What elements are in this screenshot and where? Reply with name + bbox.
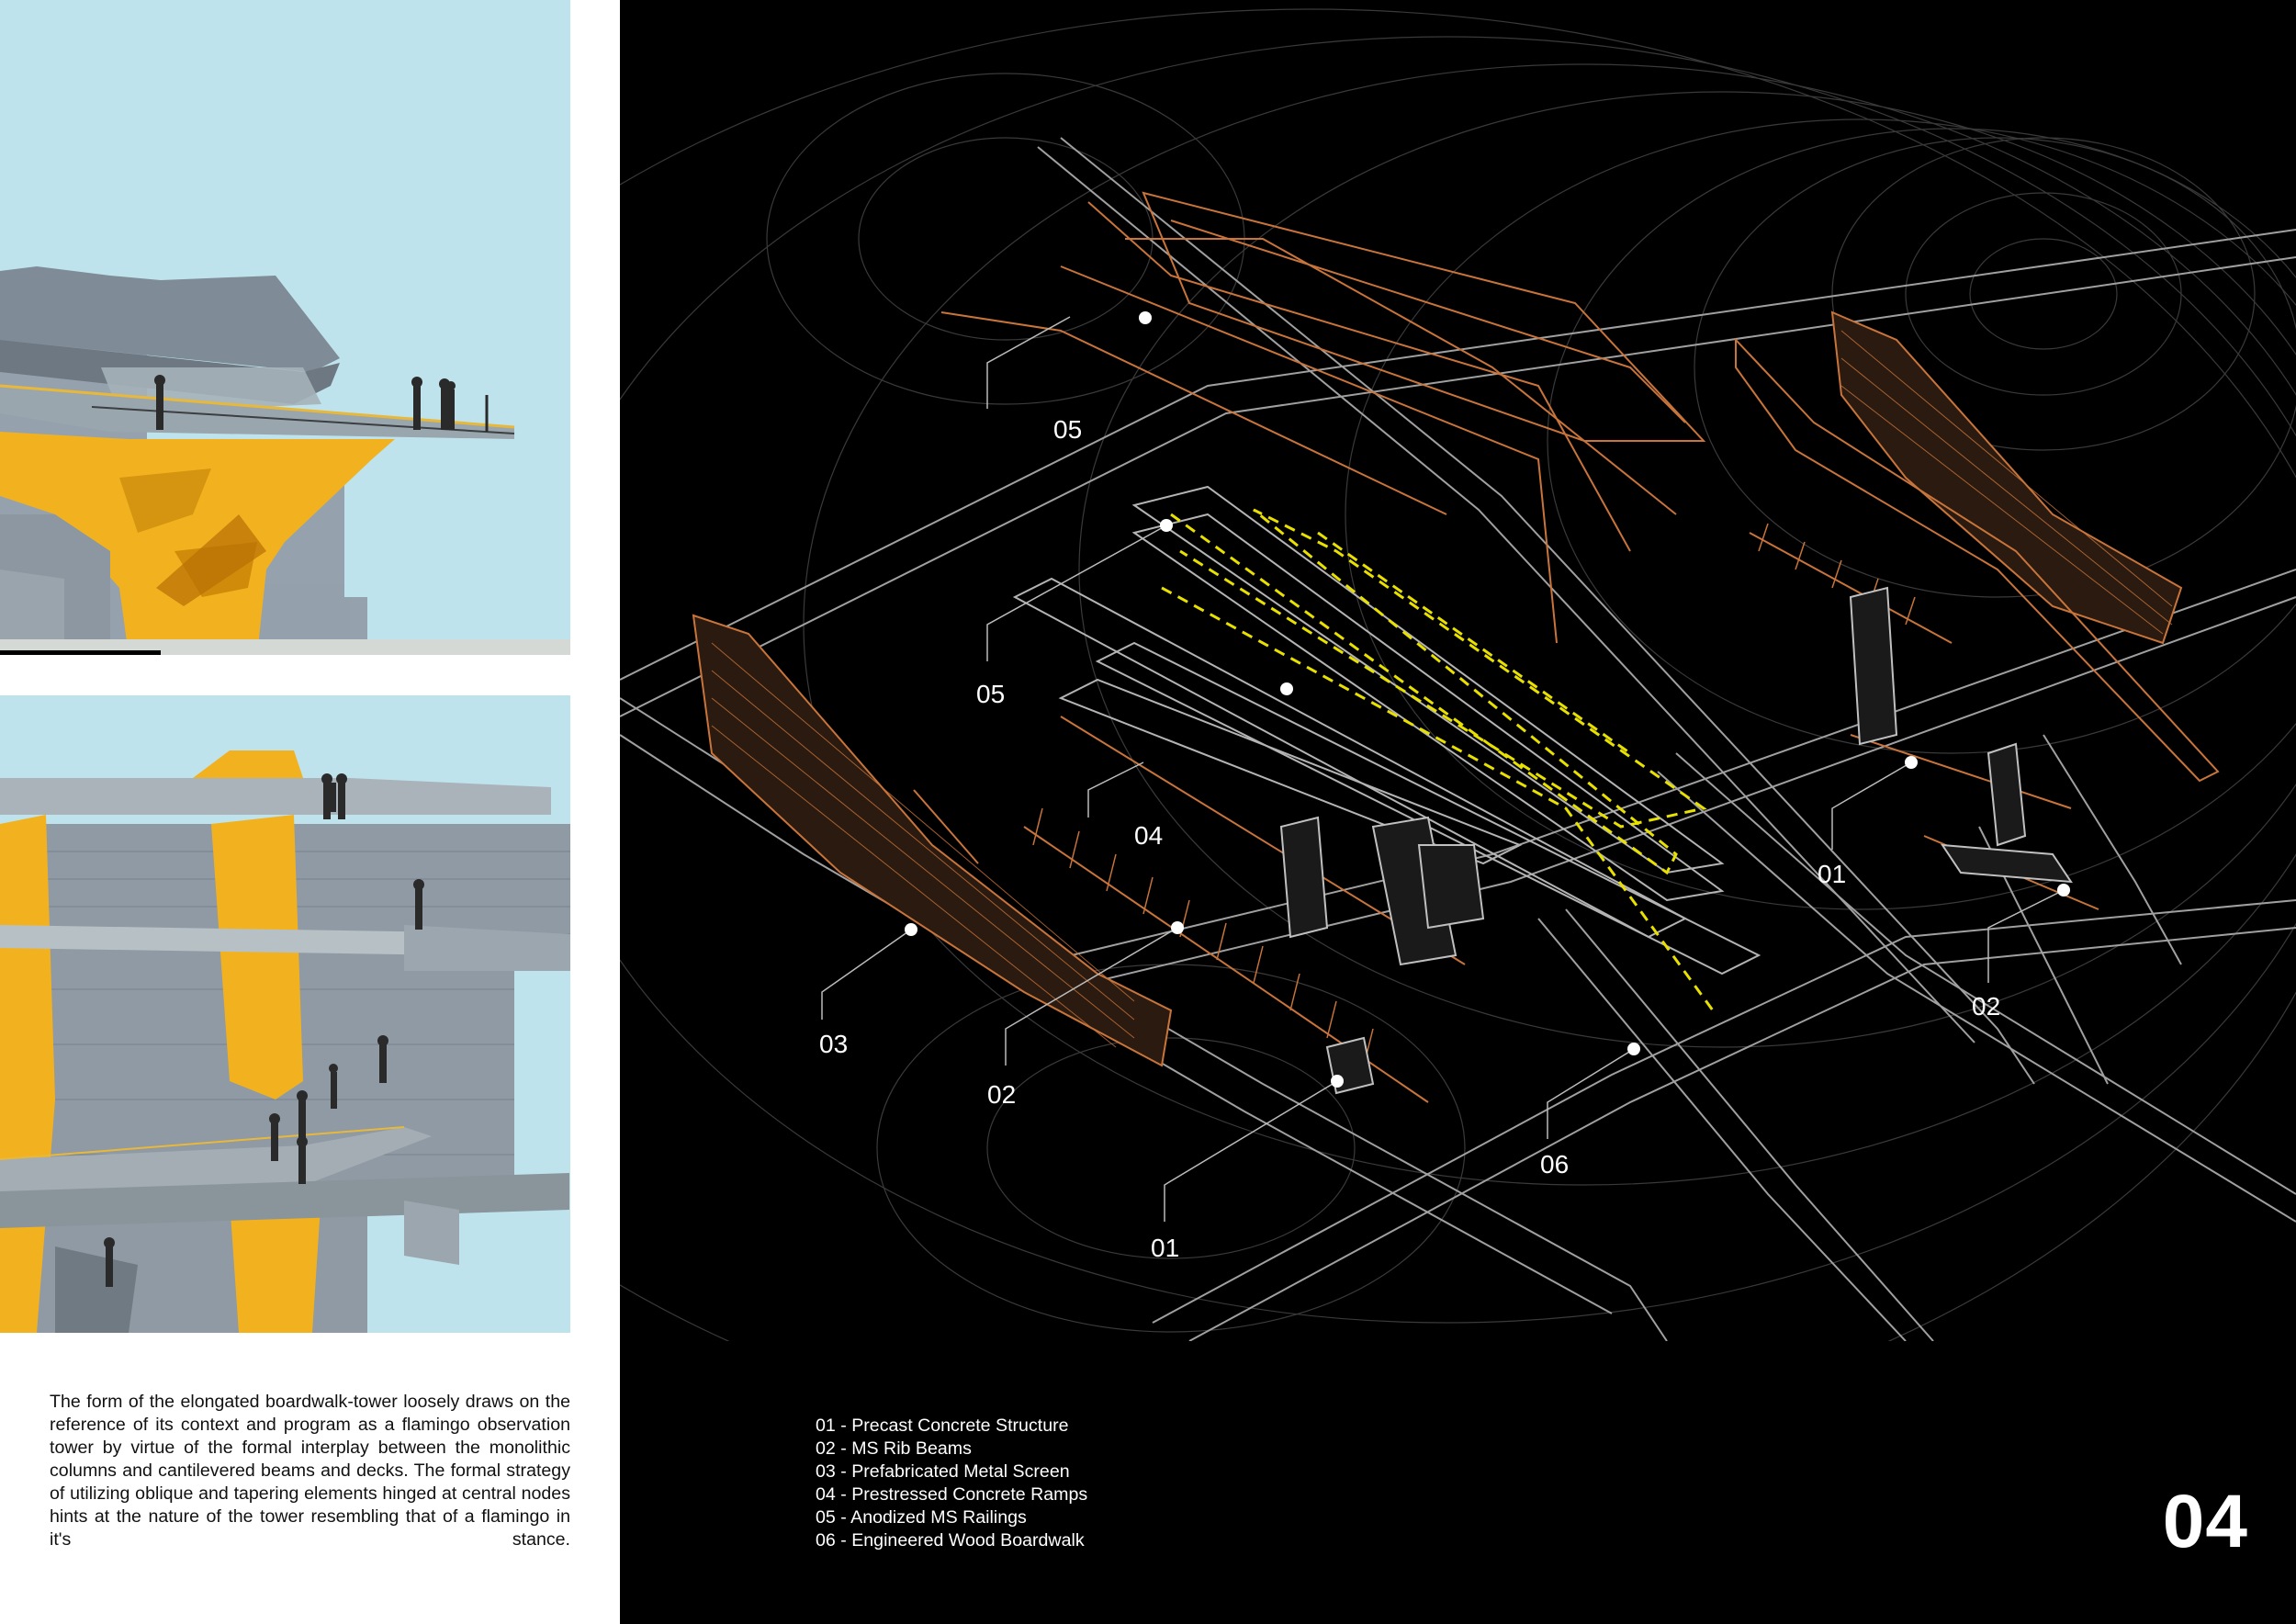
legend-item: 06 - Engineered Wood Boardwalk: [816, 1530, 1085, 1551]
legend-item: 05 - Anodized MS Railings: [816, 1507, 1027, 1528]
project-description: The form of the elongated boardwalk-towe…: [50, 1392, 570, 1550]
legend-item: 02 - MS Rib Beams: [816, 1438, 972, 1459]
boardwalk-grid: [620, 137, 2296, 1341]
precast-structures: [1279, 586, 2073, 1095]
contour-lines: [620, 8, 2296, 1341]
legend-item: 03 - Prefabricated Metal Screen: [816, 1461, 1070, 1482]
axonometric-diagram: [620, 8, 2296, 1341]
metal-screens: [692, 310, 2220, 1067]
callout-02-right: 02: [1972, 992, 2001, 1021]
callout-05-top: 05: [1053, 415, 1083, 444]
legend-item: 01 - Precast Concrete Structure: [816, 1415, 1069, 1436]
concrete-ramps: [1012, 485, 1761, 976]
rib-ticks: [1032, 523, 1916, 1066]
page-number: 04: [2162, 1480, 2248, 1563]
callout-05-middle: 05: [976, 680, 1006, 708]
tower-render-bottom: [0, 695, 570, 1333]
callout-04: 04: [1134, 821, 1164, 850]
exploded-axonometric-panel: 05 05 04 03 02 01 06 01 02 01 - Precast …: [620, 0, 2296, 1624]
callout-01-bottom: 01: [1151, 1234, 1180, 1262]
component-legend: 01 - Precast Concrete Structure 02 - MS …: [816, 1415, 1087, 1552]
orange-railings: [940, 191, 1706, 644]
callout-06: 06: [1540, 1150, 1570, 1179]
yellow-railings: [1161, 508, 1715, 1011]
callout-01-right: 01: [1818, 860, 1847, 888]
legend-item: 04 - Prestressed Concrete Ramps: [816, 1484, 1088, 1505]
left-column: The form of the elongated boardwalk-towe…: [0, 0, 620, 1624]
callout-dots: [905, 311, 2070, 1088]
tower-render-top: [0, 0, 570, 655]
callout-03: 03: [819, 1030, 849, 1058]
leader-lines: [821, 316, 2065, 1222]
callout-02-left: 02: [987, 1080, 1017, 1109]
